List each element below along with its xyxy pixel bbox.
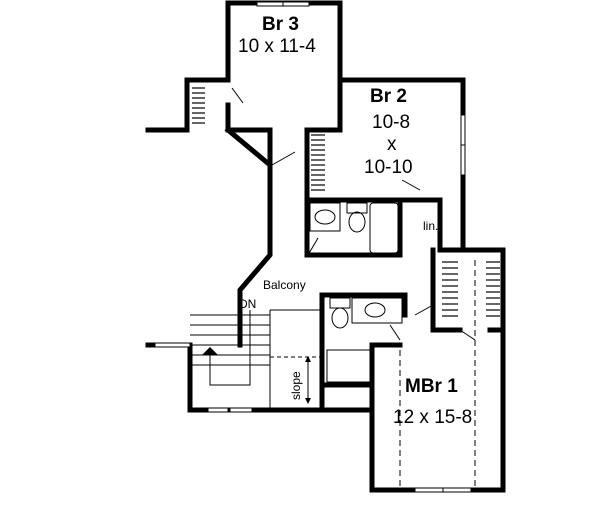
room-br2-size-2: x: [387, 134, 397, 155]
slope-arrow-icon: [305, 356, 311, 362]
slope-label: slope: [289, 371, 303, 400]
room-br3-name: Br 3: [262, 14, 299, 35]
walls: [145, 0, 506, 493]
slope-arrow-down-icon: [305, 398, 311, 404]
room-br2-name: Br 2: [370, 86, 407, 107]
balcony-label: Balcony: [263, 278, 306, 292]
room-mbr1-size: 12 x 15-8: [393, 407, 472, 428]
room-br3-size: 10 x 11-4: [238, 36, 316, 57]
thin-lines: [154, 1, 476, 493]
linen-label: lin.: [423, 219, 438, 233]
room-br2-size-1: 10-8: [372, 112, 410, 133]
closet-shelving: [192, 87, 500, 317]
room-mbr1-name: MBr 1: [405, 376, 458, 397]
down-label: DN: [239, 297, 256, 311]
up-arrow-icon: [202, 347, 218, 355]
room-br2-size-3: 10-10: [364, 157, 413, 178]
